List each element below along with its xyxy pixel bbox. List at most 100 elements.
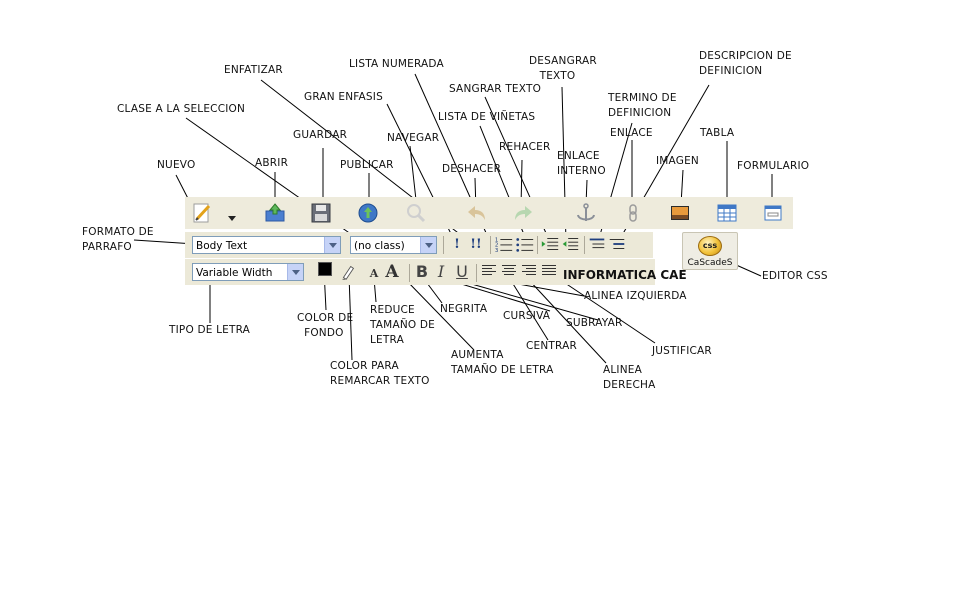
separator	[476, 264, 477, 282]
label-publicar: PUBLICAR	[340, 159, 394, 171]
floppy-disk-icon	[311, 203, 331, 223]
align-center-button[interactable]	[502, 265, 516, 277]
label-formato-parrafo: FORMATO DE PARRAFO	[82, 226, 154, 253]
chevron-down-icon	[420, 237, 436, 253]
label-editor-css: EDITOR CSS	[762, 270, 828, 282]
label-nuevo: NUEVO	[157, 159, 196, 171]
internal-link-button[interactable]	[574, 201, 598, 225]
outdent-button[interactable]	[560, 234, 580, 254]
outdent-icon	[562, 238, 579, 250]
label-enlace-interno: ENLACE INTERNO	[557, 150, 606, 177]
label-color-fondo: COLOR DE FONDO	[297, 312, 354, 339]
image-button[interactable]	[668, 201, 692, 225]
bullet-list-icon	[516, 238, 534, 252]
align-left-button[interactable]	[482, 265, 496, 277]
separator	[584, 236, 585, 254]
open-button[interactable]	[263, 201, 287, 225]
main-toolbar	[185, 197, 793, 229]
label-enfatizar: ENFATIZAR	[224, 64, 283, 76]
label-abrir: ABRIR	[255, 157, 289, 169]
paragraph-format-value: Body Text	[196, 240, 248, 252]
font-value: Variable Width	[196, 267, 273, 279]
label-negrita: NEGRITA	[440, 303, 488, 315]
background-color-button[interactable]	[318, 262, 332, 276]
table-grid-icon	[717, 204, 737, 222]
globe-publish-icon	[358, 203, 378, 223]
svg-text:1: 1	[495, 237, 498, 243]
css-editor-caption: CaScadeS	[687, 258, 733, 268]
highlight-color-button[interactable]	[338, 262, 358, 282]
redo-arrow-icon	[515, 206, 532, 220]
table-button[interactable]	[715, 201, 739, 225]
separator	[490, 236, 491, 254]
redo-button[interactable]	[511, 201, 535, 225]
new-dropdown-icon[interactable]	[228, 216, 236, 221]
class-select[interactable]: (no class)	[350, 236, 437, 254]
pencil-icon	[193, 203, 211, 223]
label-tabla: TABLA	[700, 127, 735, 139]
separator	[443, 236, 444, 254]
magnifier-icon	[407, 204, 426, 223]
align-right-button[interactable]	[522, 265, 536, 277]
paragraph-format-select[interactable]: Body Text	[192, 236, 341, 254]
chevron-down-icon	[324, 237, 340, 253]
label-lista-vinetas: LISTA DE VIÑETAS	[438, 111, 536, 123]
label-centrar: CENTRAR	[526, 340, 577, 352]
svg-text:3: 3	[495, 248, 499, 254]
indent-button[interactable]	[540, 234, 560, 254]
underline-button[interactable]: U	[456, 262, 468, 281]
label-desangrar-texto: DESANGRAR TEXTO	[529, 55, 597, 82]
css-editor-button[interactable]: css CaScadeS	[682, 232, 738, 270]
definition-description-icon	[609, 239, 625, 249]
label-color-remarcar: COLOR PARA REMARCAR TEXTO	[330, 360, 430, 387]
decrease-font-button[interactable]: A	[369, 267, 379, 280]
definition-term-button[interactable]	[587, 234, 607, 254]
separator	[537, 236, 538, 254]
font-select[interactable]: Variable Width	[192, 263, 304, 281]
browse-button[interactable]	[404, 201, 428, 225]
publish-button[interactable]	[356, 201, 380, 225]
label-navegar: NAVEGAR	[387, 132, 440, 144]
label-rehacer: REHACER	[499, 141, 551, 153]
numbered-list-icon: 1 2 3	[495, 237, 513, 254]
label-tipo-letra: TIPO DE LETRA	[169, 324, 251, 336]
justify-button[interactable]	[542, 265, 556, 277]
brand-text: INFORMATICA CAE	[563, 268, 687, 282]
label-deshacer: DESHACER	[442, 163, 502, 175]
label-aumenta-tamano: AUMENTA TAMAÑO DE LETRA	[451, 349, 554, 376]
label-alinea-izquierda: ALINEA IZQUIERDA	[584, 290, 687, 302]
chevron-down-icon	[287, 264, 303, 280]
label-descripcion-definicion: DESCRIPCION DE DEFINICION	[699, 50, 792, 77]
new-button[interactable]	[190, 201, 214, 225]
class-value: (no class)	[354, 240, 405, 252]
undo-button[interactable]	[465, 201, 489, 225]
label-subrayar: SUBRAYAR	[566, 317, 623, 329]
strong-emphasis-button[interactable]: !!	[470, 237, 482, 252]
label-termino-definicion: TERMINO DE DEFINICION	[608, 92, 677, 119]
svg-text:2: 2	[495, 243, 498, 249]
indent-icon	[541, 238, 559, 250]
css-badge-icon: css	[698, 236, 722, 256]
numbered-list-button[interactable]: 1 2 3	[494, 234, 514, 254]
emphasis-button[interactable]: !	[454, 237, 460, 252]
label-clase-seleccion: CLASE A LA SELECCION	[117, 103, 246, 115]
label-lista-numerada: LISTA NUMERADA	[349, 58, 444, 70]
italic-button[interactable]: I	[437, 262, 445, 281]
open-folder-icon	[265, 203, 285, 222]
save-button[interactable]	[309, 201, 333, 225]
label-guardar: GUARDAR	[293, 129, 348, 141]
label-reduce-tamano: REDUCE TAMAÑO DE LETRA	[370, 304, 435, 346]
undo-arrow-icon	[468, 206, 485, 220]
label-sangrar-texto: SANGRAR TEXTO	[449, 83, 542, 95]
bold-button[interactable]: B	[415, 262, 429, 281]
label-cursiva: CURSIVA	[503, 310, 551, 322]
form-button[interactable]	[761, 201, 785, 225]
definition-term-icon	[589, 238, 605, 249]
highlighter-icon	[342, 265, 355, 280]
picture-icon	[671, 206, 689, 220]
definition-description-button[interactable]	[607, 234, 627, 254]
bullet-list-button[interactable]	[515, 234, 535, 254]
form-window-icon	[764, 205, 782, 221]
increase-font-button[interactable]: A	[385, 262, 399, 282]
link-button[interactable]	[621, 201, 645, 225]
